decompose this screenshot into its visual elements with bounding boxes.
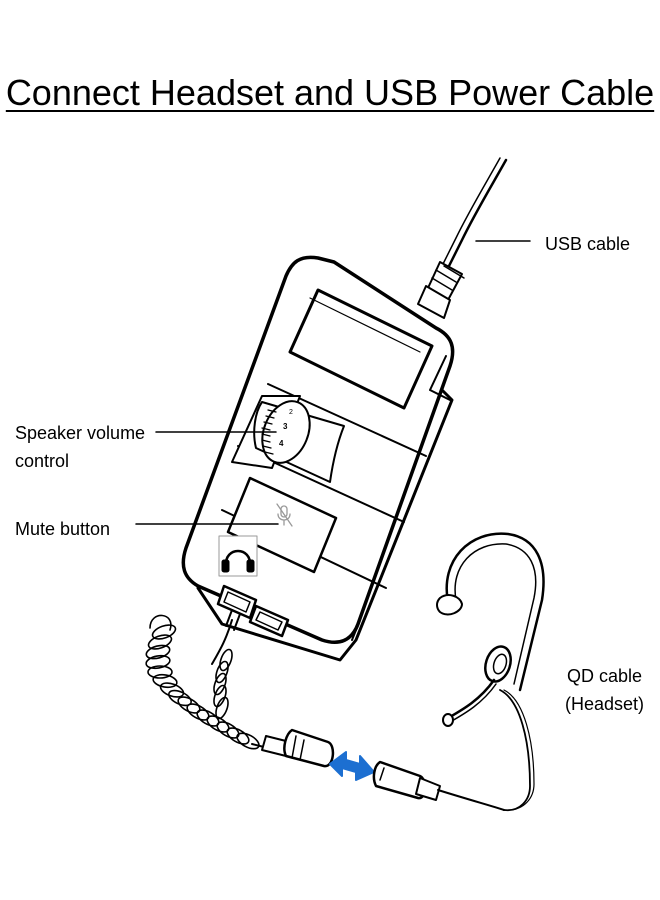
diagram-title: Connect Headset and USB Power Cable <box>5 72 655 113</box>
mute-button-label: Mute button <box>15 515 110 543</box>
usb-cable-label: USB cable <box>545 230 630 258</box>
qd-connector-device <box>261 728 335 768</box>
microphone-icon <box>276 503 293 527</box>
speaker-volume-label-line2: control <box>15 451 70 471</box>
dial-tick-label: 2 <box>289 409 293 416</box>
speaker-volume-label: Speaker volume control <box>15 419 145 475</box>
headset <box>436 532 545 812</box>
coiled-cable <box>145 614 269 750</box>
dial-tick-label: 3 <box>283 422 288 431</box>
qd-cable-label-line1: QD cable <box>566 666 643 686</box>
display-window <box>288 288 434 410</box>
mute-button-label-text: Mute button <box>15 519 111 539</box>
double-arrow-icon <box>329 751 375 781</box>
dial-ticks <box>261 409 277 455</box>
qd-cable-label-line2: (Headset) <box>565 694 645 714</box>
headset-jacks <box>216 584 290 638</box>
mute-button <box>221 476 387 589</box>
speaker-volume-label-line1: Speaker volume <box>15 423 146 443</box>
qd-cable-label: QD cable (Headset) <box>565 662 644 718</box>
headset-icon <box>218 535 258 577</box>
usb-cable-label-text: USB cable <box>545 234 631 254</box>
qd-connector-headset <box>372 760 505 811</box>
dial-tick-label: 4 <box>279 439 284 448</box>
usb-cable <box>417 157 508 319</box>
